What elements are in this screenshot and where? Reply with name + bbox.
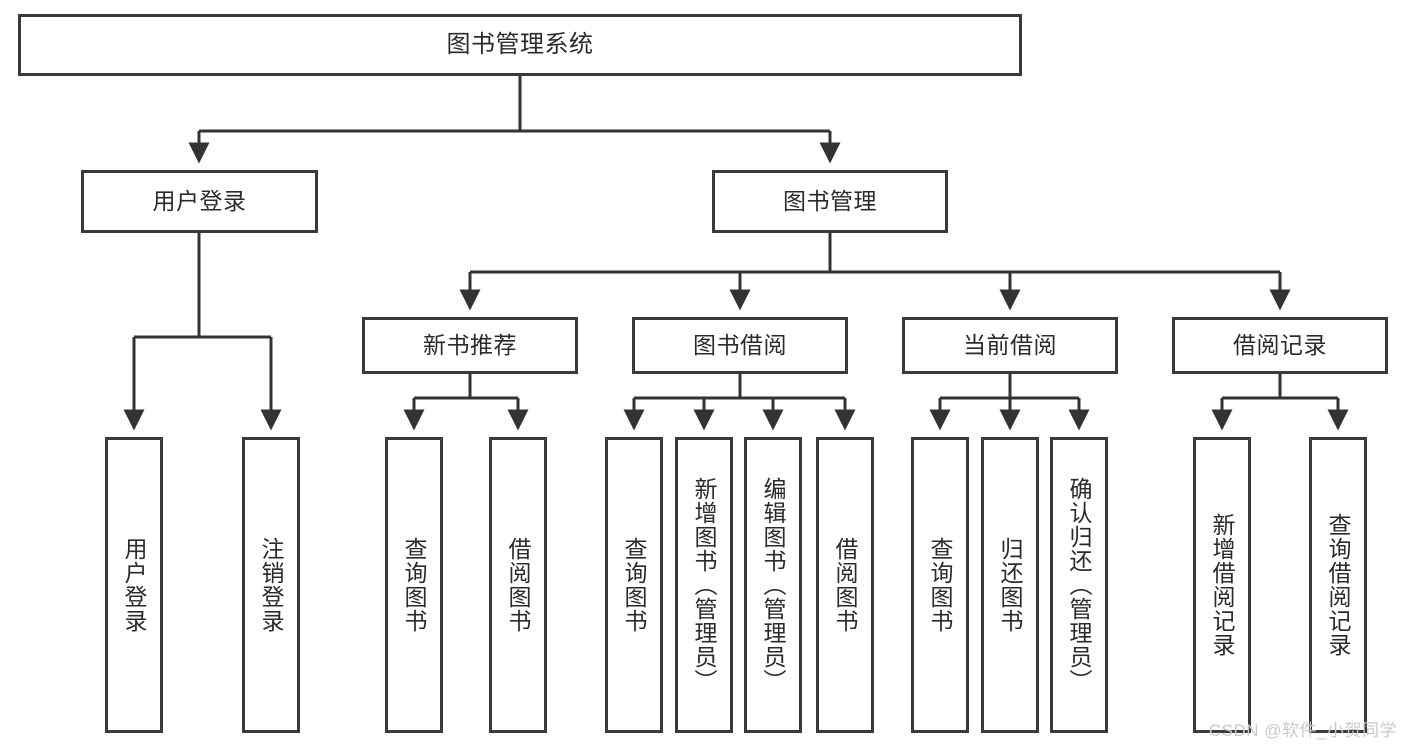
- leaf-query-book-2[interactable]: 查询图书: [605, 437, 663, 733]
- node-label: 查询图书: [621, 537, 648, 633]
- node-label: 查询借阅记录: [1325, 513, 1352, 657]
- leaf-query-book-3[interactable]: 查询图书: [911, 437, 969, 733]
- node-label: 新书推荐: [423, 331, 517, 358]
- node-label: 图书借阅: [693, 331, 787, 358]
- node-label: 借阅图书: [832, 537, 859, 633]
- node-new-book-recommend[interactable]: 新书推荐: [362, 317, 578, 374]
- node-label: 图书管理: [783, 187, 877, 214]
- leaf-edit-book-admin[interactable]: 编辑图书（管理员）: [744, 437, 802, 733]
- node-label: 确认归还（管理员）: [1066, 477, 1093, 693]
- leaf-add-borrow-record[interactable]: 新增借阅记录: [1193, 437, 1251, 733]
- node-label: 编辑图书（管理员）: [760, 477, 787, 693]
- node-book-manage[interactable]: 图书管理: [712, 170, 948, 233]
- leaf-return-book[interactable]: 归还图书: [981, 437, 1039, 733]
- leaf-user-login[interactable]: 用户登录: [105, 437, 163, 733]
- leaf-logout-login[interactable]: 注销登录: [242, 437, 300, 733]
- node-label: 查询图书: [927, 537, 954, 633]
- node-current-borrow[interactable]: 当前借阅: [902, 317, 1118, 374]
- leaf-query-book-1[interactable]: 查询图书: [385, 437, 443, 733]
- node-label: 借阅图书: [505, 537, 532, 633]
- node-user-login[interactable]: 用户登录: [81, 170, 318, 233]
- leaf-borrow-book-2[interactable]: 借阅图书: [816, 437, 874, 733]
- node-label: 当前借阅: [963, 331, 1057, 358]
- leaf-confirm-return-admin[interactable]: 确认归还（管理员）: [1050, 437, 1108, 733]
- leaf-query-borrow-record[interactable]: 查询借阅记录: [1309, 437, 1367, 733]
- node-label: 图书管理系统: [446, 30, 594, 58]
- node-label: 归还图书: [997, 537, 1024, 633]
- node-label: 用户登录: [121, 537, 148, 633]
- node-label: 用户登录: [152, 187, 247, 214]
- node-label: 查询图书: [401, 537, 428, 633]
- node-borrow-record[interactable]: 借阅记录: [1172, 317, 1388, 374]
- leaf-add-book-admin[interactable]: 新增图书（管理员）: [675, 437, 733, 733]
- csdn-watermark: CSDN @软件_小贺同学: [1208, 721, 1397, 740]
- leaf-borrow-book-1[interactable]: 借阅图书: [489, 437, 547, 733]
- node-label: 注销登录: [258, 537, 285, 633]
- node-book-borrow[interactable]: 图书借阅: [632, 317, 848, 374]
- node-root-book-management-system[interactable]: 图书管理系统: [18, 14, 1022, 76]
- node-label: 借阅记录: [1233, 331, 1327, 358]
- node-label: 新增借阅记录: [1209, 513, 1236, 657]
- node-label: 新增图书（管理员）: [691, 477, 718, 693]
